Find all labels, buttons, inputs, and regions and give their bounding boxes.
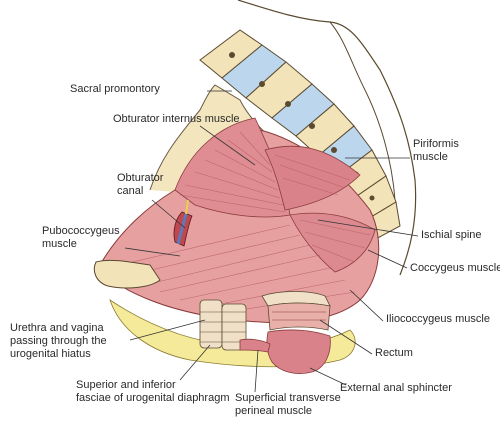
muscle-fibers [119, 131, 371, 311]
label-urethra-vagina: Urethra and vagina passing through the u… [10, 322, 107, 360]
label-piriformis: Piriformis muscle [413, 138, 459, 163]
external-anal-sphincter [266, 329, 331, 374]
label-iliococcygeus: Iliococcygeus muscle [386, 313, 490, 325]
label-obturator-internus: Obturator internus muscle [113, 113, 240, 125]
label-fasciae-urogenital-diaphragm: Superior and inferior fasciae of urogeni… [76, 379, 230, 404]
label-sacral-promontory: Sacral promontory [70, 83, 160, 95]
urethra-vagina [199, 299, 247, 351]
pubic-bone [93, 259, 161, 289]
coccygeus [289, 212, 376, 273]
label-pubococcygeus: Pubococcygeus muscle [42, 225, 120, 250]
label-rectum: Rectum [375, 347, 413, 359]
label-external-anal-sphincter: External anal sphincter [340, 382, 452, 394]
transverse-perineal [239, 338, 271, 353]
label-ischial-spine: Ischial spine [421, 229, 482, 241]
rectum [261, 291, 331, 331]
label-coccygeus: Coccygeus muscle [410, 262, 500, 274]
leader-lines [124, 90, 419, 393]
label-superficial-transverse-perineal: Superficial transverse perineal muscle [235, 392, 341, 417]
obturator-canal [173, 199, 193, 247]
piriformis [264, 145, 361, 211]
back-contour [237, 0, 417, 276]
posterior-skin-line [329, 21, 396, 201]
label-obturator-canal: Obturator canal [117, 172, 164, 197]
